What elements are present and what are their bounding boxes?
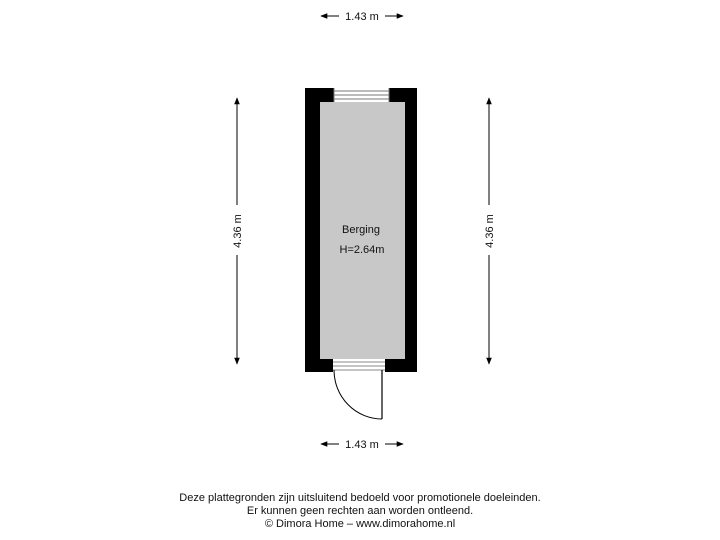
- copyright-line: © Dimora Home – www.dimorahome.nl: [264, 518, 456, 530]
- dimension-left: 4.36 m: [232, 97, 244, 365]
- window: [333, 88, 390, 102]
- dimension-right: 4.36 m: [484, 97, 496, 365]
- disclaimer-line-1: Deze plattegronden zijn uitsluitend bedo…: [179, 492, 541, 504]
- room-floor: [320, 102, 405, 359]
- dimension-top-label: 1.43 m: [345, 11, 379, 23]
- disclaimer-line-2: Er kunnen geen rechten aan worden ontlee…: [246, 505, 474, 517]
- dimension-right-label: 4.36 m: [484, 214, 496, 248]
- door: [333, 359, 385, 420]
- dimension-bottom-label: 1.43 m: [345, 439, 379, 451]
- room-name: Berging: [342, 224, 380, 236]
- room-height: H=2.64m: [340, 244, 385, 256]
- door-swing-arc: [333, 369, 383, 420]
- dimension-top: 1.43 m: [320, 11, 404, 23]
- disclaimer-footer: Deze plattegronden zijn uitsluitend bedo…: [0, 492, 720, 531]
- dimension-left-label: 4.36 m: [232, 214, 244, 248]
- dimension-bottom: 1.43 m: [320, 439, 404, 451]
